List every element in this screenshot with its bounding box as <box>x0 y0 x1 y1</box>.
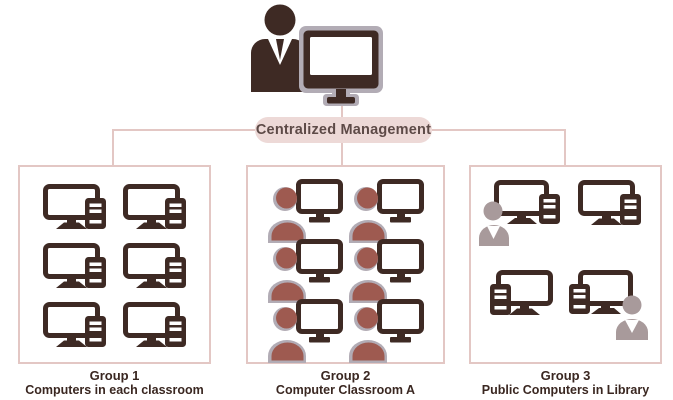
user-computer-icon <box>266 239 344 303</box>
group3-label: Group 3 Public Computers in Library <box>469 368 662 398</box>
centralized-management-node: Centralized Management <box>255 117 432 143</box>
group2-label: Group 2 Computer Classroom A <box>246 368 445 398</box>
user-computer-icon <box>266 179 344 243</box>
computer-icon <box>122 302 187 350</box>
connector-drop-group2 <box>341 143 343 166</box>
group2-box <box>246 165 445 364</box>
group2-icon-grid <box>248 167 443 363</box>
connector-hub-left <box>113 129 255 131</box>
computer-user-right-icon <box>568 270 652 340</box>
group2-title: Group 2 <box>320 368 371 383</box>
group3-icon-grid <box>471 167 660 360</box>
group3-title: Group 3 <box>540 368 591 383</box>
group2-subtitle: Computer Classroom A <box>275 383 416 397</box>
group1-box <box>18 165 211 364</box>
user-computer-icon <box>266 299 344 363</box>
computer-icon <box>122 184 187 232</box>
group1-icon-grid <box>20 167 209 361</box>
group1-subtitle: Computers in each classroom <box>25 383 204 397</box>
user-computer-icon <box>347 239 425 303</box>
computer-icon <box>42 243 107 291</box>
centralized-management-label: Centralized Management <box>255 122 432 138</box>
user-computer-icon <box>347 299 425 363</box>
computer-tower-left-icon <box>489 270 553 318</box>
group3-subtitle: Public Computers in Library <box>481 383 650 397</box>
group1-label: Group 1 Computers in each classroom <box>18 368 211 398</box>
administrator-with-monitor-icon <box>249 2 385 108</box>
computer-icon <box>122 243 187 291</box>
computer-icon <box>42 302 107 350</box>
connector-hub-right <box>432 129 566 131</box>
connector-root-to-hub <box>341 104 343 118</box>
computer-icon <box>42 184 107 232</box>
group1-title: Group 1 <box>89 368 140 383</box>
group3-box <box>469 165 662 364</box>
user-computer-icon <box>347 179 425 243</box>
user-left-computer-icon <box>479 180 563 248</box>
connector-drop-group3 <box>564 129 566 166</box>
connector-drop-group1 <box>112 129 114 166</box>
computer-icon <box>578 180 642 228</box>
